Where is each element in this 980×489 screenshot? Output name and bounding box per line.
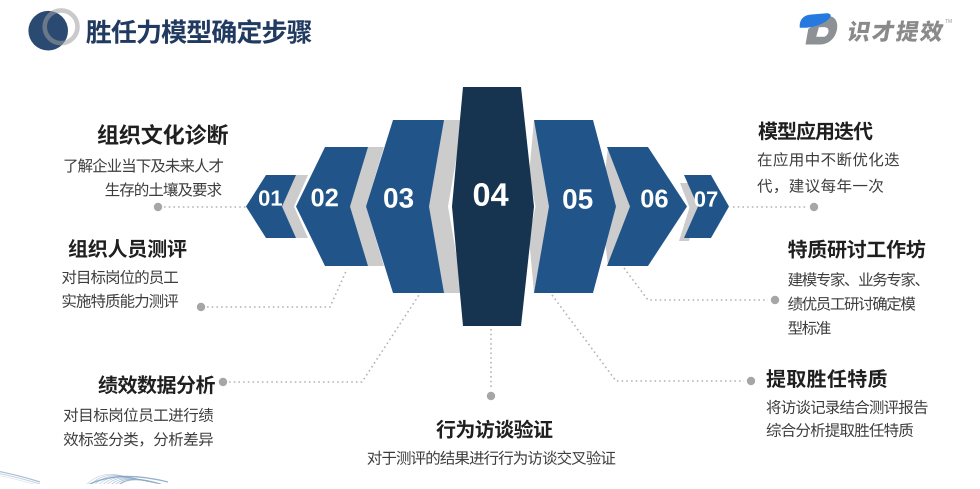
svg-text:TM: TM [945,19,952,25]
